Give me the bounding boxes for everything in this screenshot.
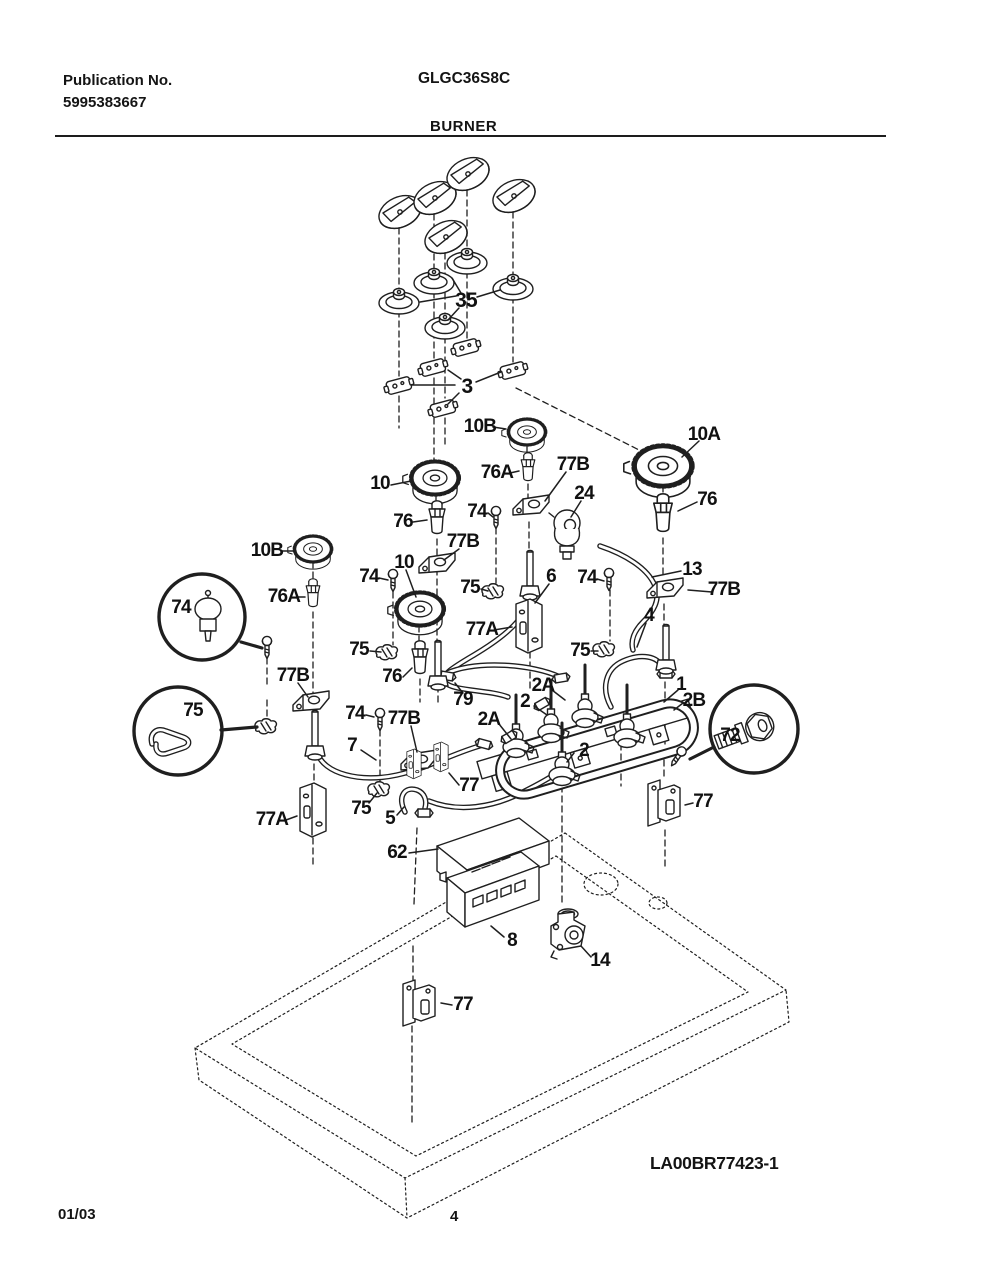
burner-hole-outline-small — [648, 896, 668, 910]
footer-date: 01/03 — [58, 1206, 96, 1223]
model-number: GLGC36S8C — [418, 70, 511, 87]
burner-heads — [286, 417, 692, 635]
detail-circle-74 — [157, 572, 264, 662]
detail-circle-72 — [688, 683, 800, 775]
publication-label: Publication No. — [63, 72, 173, 89]
cooktop-outline — [194, 832, 790, 1219]
publication-number: 5995383667 — [63, 93, 147, 111]
drawing-number: LA00BR77423-1 — [650, 1153, 779, 1173]
header-rule — [55, 135, 886, 137]
igniter-switches — [381, 336, 530, 420]
burner-hole-outline — [583, 872, 619, 896]
knob-bezels — [378, 247, 534, 340]
callout-leader-lines — [280, 277, 713, 1006]
publication-block: Publication No. 5995383667 — [63, 70, 172, 114]
detail-circle-75 — [132, 685, 259, 777]
pressure-regulator — [550, 908, 586, 960]
spark-module — [446, 851, 540, 928]
footer-page-number: 4 — [450, 1208, 459, 1225]
oven-igniter-head — [548, 509, 581, 560]
section-title: BURNER — [430, 118, 498, 135]
orifice-spuds — [305, 452, 674, 675]
